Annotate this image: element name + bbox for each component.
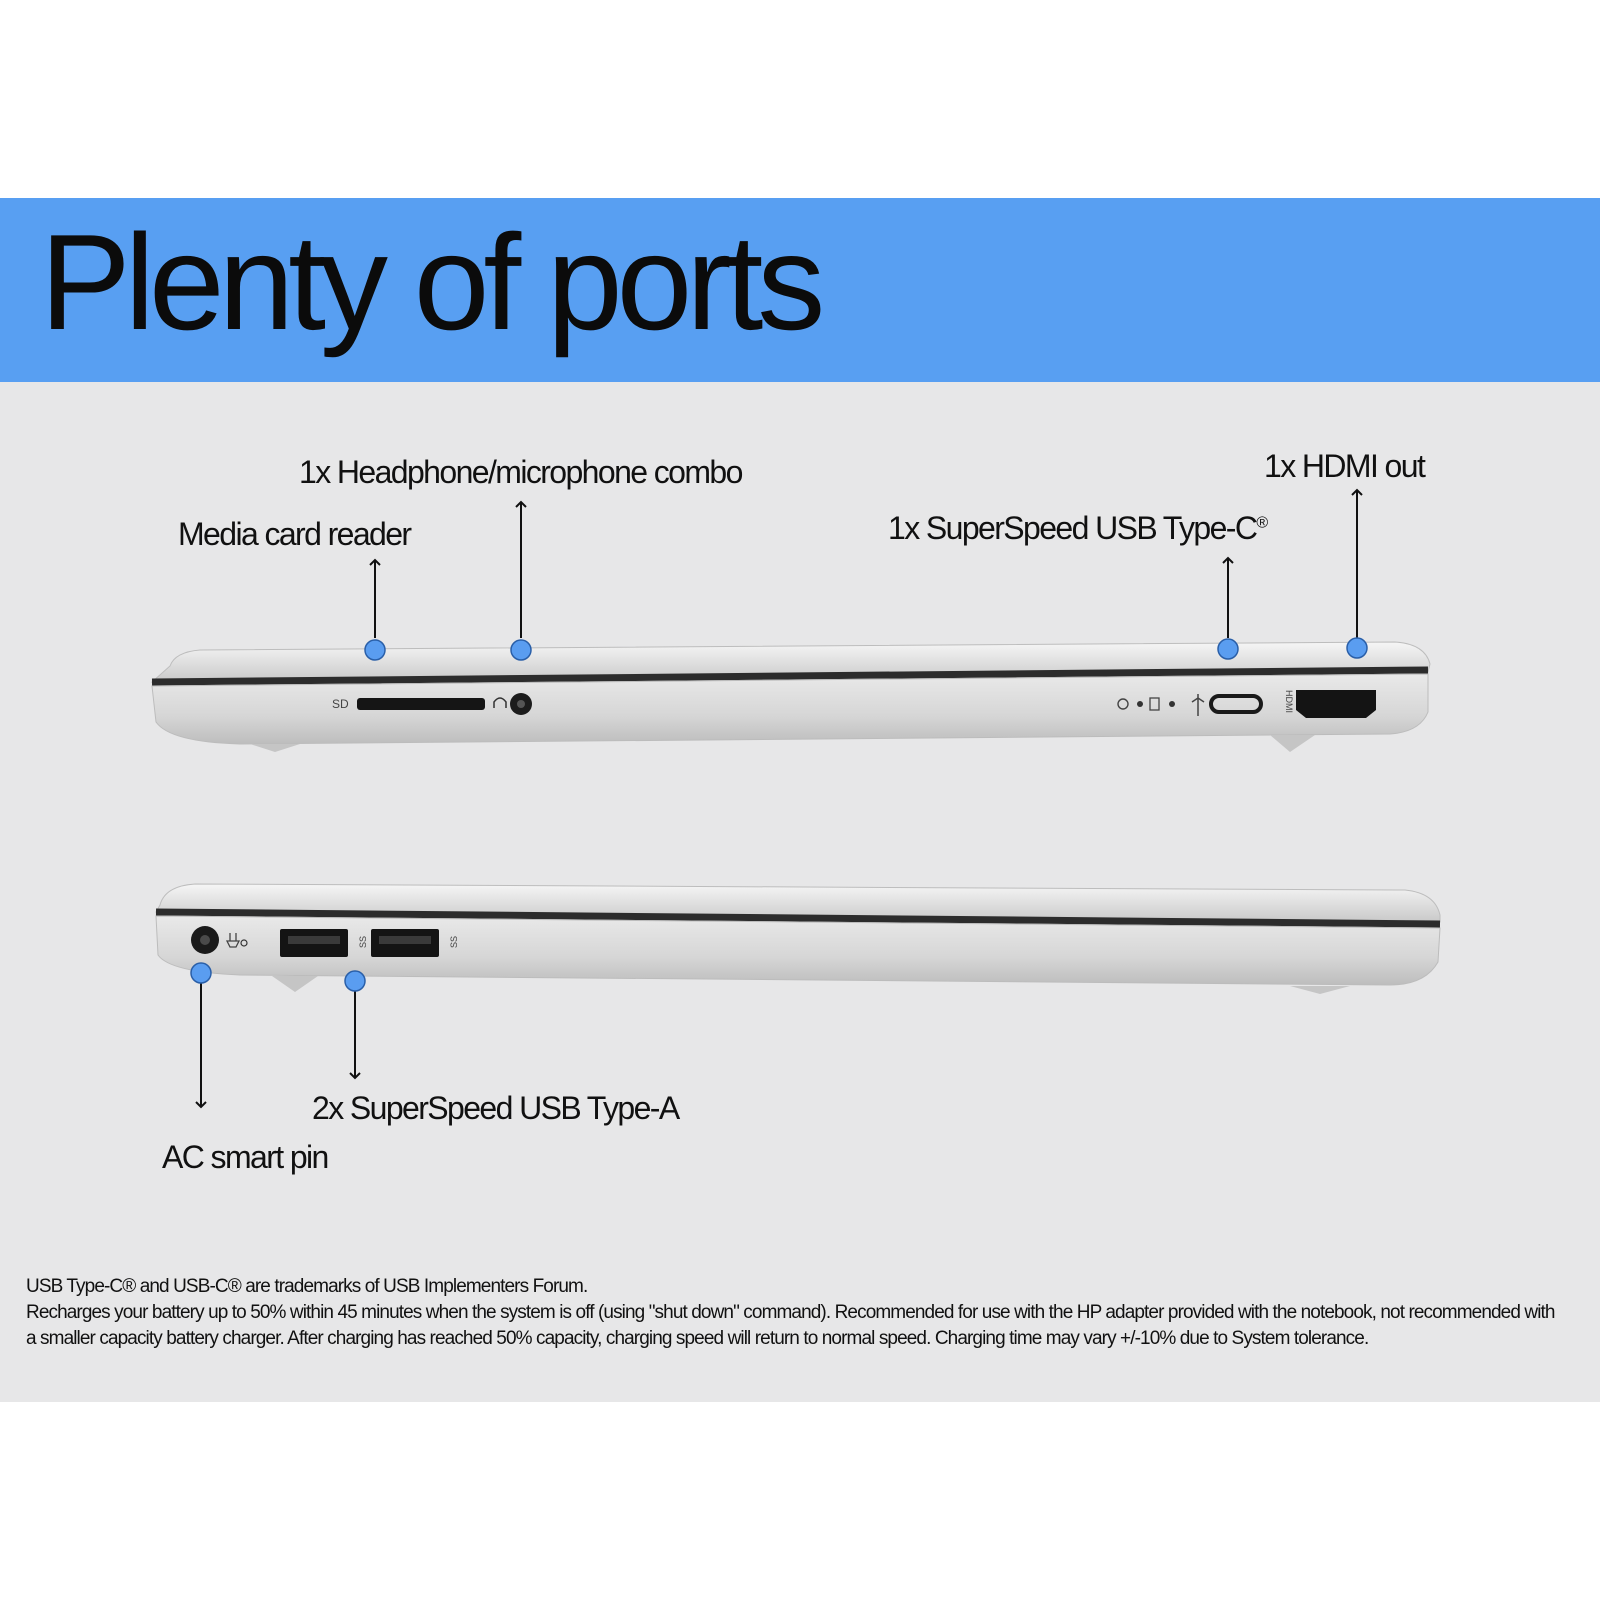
callout-dot-media-card — [364, 639, 386, 661]
rubber-foot-right — [1290, 986, 1350, 994]
charging-plug-icon — [225, 933, 241, 948]
sd-card-slot — [357, 698, 485, 710]
label-usb-a: 2x SuperSpeed USB Type-A — [312, 1090, 680, 1126]
title-banner — [0, 198, 1600, 382]
hdmi-port — [1296, 690, 1376, 718]
footnote-trademark: USB Type-C® and USB-C® are trademarks of… — [26, 1276, 588, 1297]
ss-marking-2: SS — [449, 936, 459, 948]
footnotes: USB Type-C® and USB-C® are trademarks of… — [26, 1274, 1566, 1352]
laptop-hinge-seam — [155, 908, 1441, 928]
label-usb-c-text: 1x SuperSpeed USB Type-C — [888, 510, 1258, 546]
footnote-charging: Recharges your battery up to 50% within … — [26, 1302, 1555, 1349]
label-ac-smart-pin: AC smart pin — [162, 1139, 329, 1175]
laptop-hinge-seam — [151, 666, 1429, 686]
ss-marking-1: SS — [358, 936, 368, 948]
page-title: Plenty of ports — [40, 206, 825, 358]
power-led — [1137, 701, 1143, 707]
activity-led — [1169, 701, 1175, 707]
label-hdmi-out: 1x HDMI out — [1264, 448, 1426, 484]
callout-dots — [190, 637, 1368, 992]
laptop-left-side-view: SS SS — [155, 883, 1441, 994]
laptop-base-top — [155, 915, 1441, 986]
callout-dot-usb-a — [344, 970, 366, 992]
laptop-base-top — [151, 673, 1429, 745]
status-indicators — [1117, 697, 1175, 711]
laptop-right-side-view: SD HDMI — [150, 641, 1431, 752]
sd-marking: SD — [332, 697, 349, 711]
callout-dot-ac-pin — [190, 962, 212, 984]
rubber-foot-right — [1270, 735, 1315, 752]
callout-lines — [195, 488, 1363, 1109]
usb-c-port — [1209, 694, 1263, 714]
hdmi-marking: HDMI — [1284, 690, 1294, 713]
label-usb-c: 1x SuperSpeed USB Type-C® — [888, 510, 1268, 546]
storage-icon — [1149, 697, 1160, 711]
callout-dot-headphone — [510, 639, 532, 661]
power-icon — [1117, 698, 1129, 710]
headphone-icon — [493, 697, 507, 708]
callout-dot-usb-c — [1217, 638, 1239, 660]
callout-dot-hdmi — [1346, 637, 1368, 659]
usb-trident-icon — [1191, 694, 1205, 716]
label-media-card-reader: Media card reader — [178, 516, 412, 552]
charge-led — [240, 939, 248, 947]
registered-mark: ® — [1256, 514, 1268, 532]
rubber-foot-left — [250, 744, 300, 752]
rubber-foot-left — [272, 976, 318, 992]
label-headphone-combo: 1x Headphone/microphone combo — [299, 454, 743, 490]
